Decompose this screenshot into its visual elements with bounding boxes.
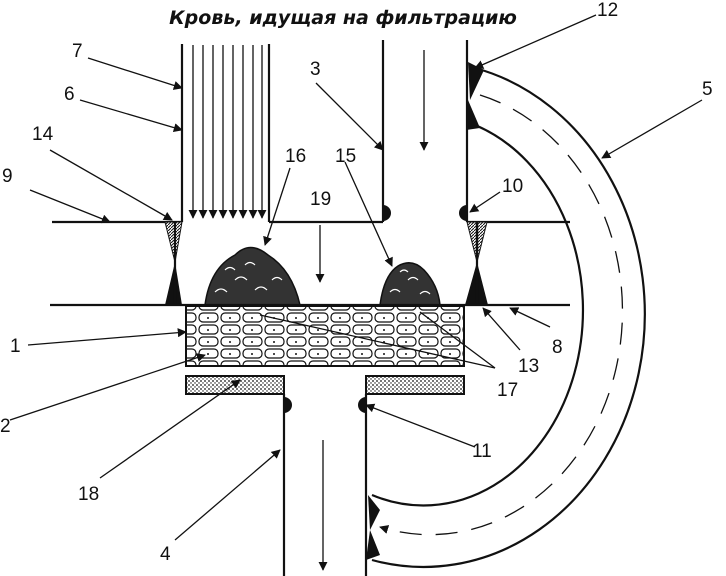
support-plate-right xyxy=(365,375,465,395)
label-8: 8 xyxy=(552,337,563,358)
label-14: 14 xyxy=(32,124,54,145)
seal-left-upper xyxy=(383,205,391,221)
sediment-mound-right xyxy=(379,262,441,306)
seal-right-upper xyxy=(459,205,467,221)
label-3: 3 xyxy=(310,59,321,80)
label-16: 16 xyxy=(285,146,306,167)
label-7: 7 xyxy=(72,41,83,62)
sediment-mound-left xyxy=(204,246,301,306)
label-6: 6 xyxy=(64,84,75,105)
outlet-pipe xyxy=(282,394,368,576)
bypass-tube xyxy=(366,62,646,568)
label-17: 17 xyxy=(497,380,518,401)
label-10: 10 xyxy=(502,176,523,197)
label-19: 19 xyxy=(310,189,331,210)
label-12: 12 xyxy=(597,0,618,21)
capillary-channels xyxy=(188,45,267,219)
label-2: 2 xyxy=(0,416,11,437)
label-11: 11 xyxy=(472,441,492,462)
support-plate-left xyxy=(185,375,285,395)
left-clamp-triangles xyxy=(164,221,183,305)
label-5: 5 xyxy=(702,79,713,100)
leader-lines xyxy=(9,14,703,541)
label-13: 13 xyxy=(518,356,539,377)
seal-left-lower xyxy=(284,397,292,413)
label-15: 15 xyxy=(335,146,356,167)
inlet-tube xyxy=(180,44,271,222)
part-labels: 7 6 3 14 9 16 15 19 10 12 5 8 13 17 1 2 … xyxy=(0,0,713,565)
diagram-title: Кровь, идущая на фильтрацию xyxy=(169,7,517,29)
label-1: 1 xyxy=(10,336,21,357)
label-9: 9 xyxy=(2,166,13,187)
label-18: 18 xyxy=(78,484,99,505)
filter-layer xyxy=(185,305,465,367)
label-4: 4 xyxy=(160,544,171,565)
central-inflow-pipe xyxy=(381,40,469,222)
seal-right-lower xyxy=(358,397,366,413)
